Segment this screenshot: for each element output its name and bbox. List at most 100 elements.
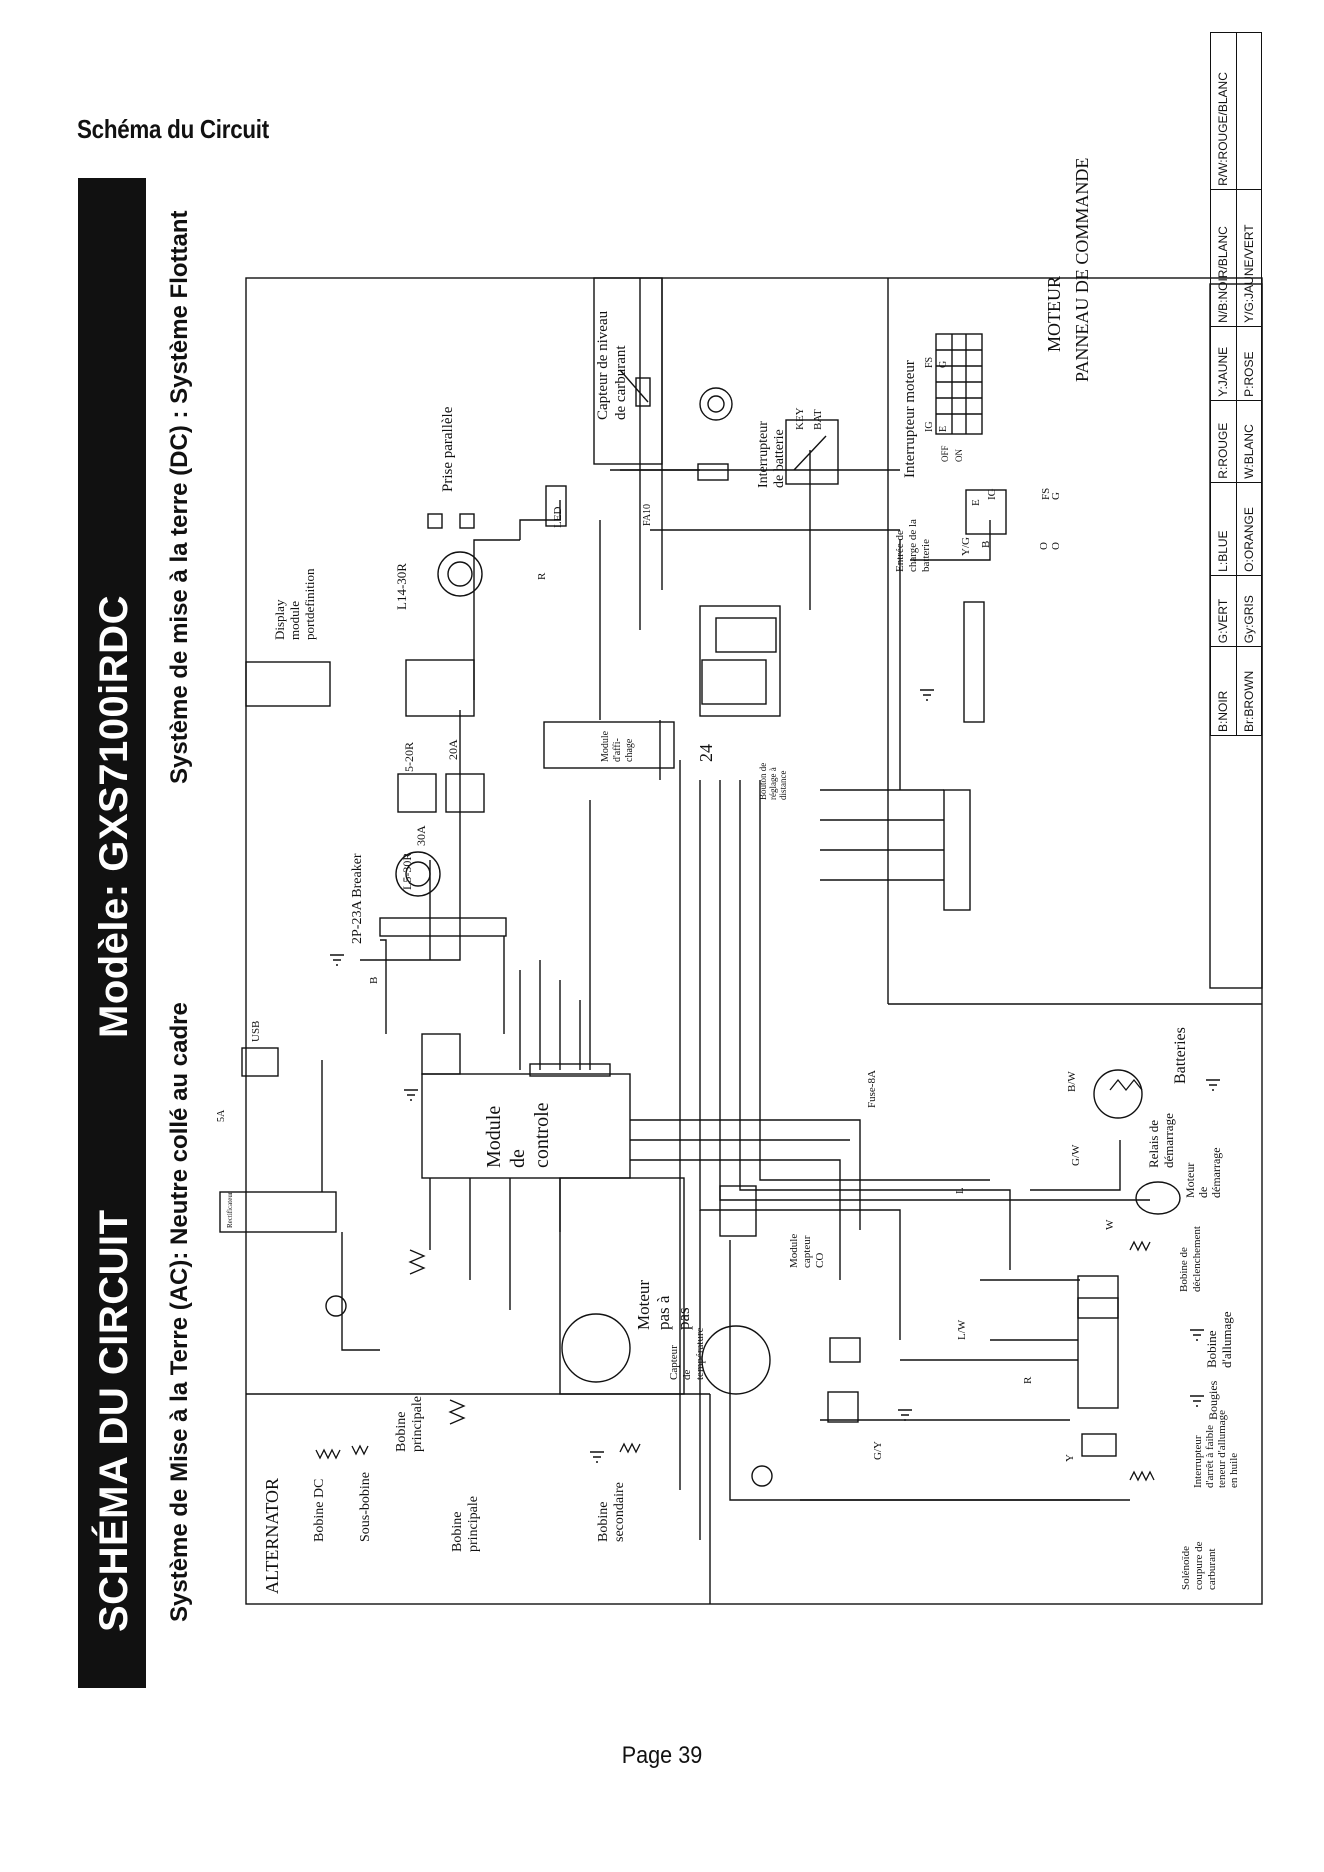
- sub-coil-zigzag: [351, 1444, 369, 1456]
- display-connector: [245, 661, 331, 707]
- switch-e-label: E: [938, 425, 949, 432]
- legend-cell: L:BLUE: [1210, 482, 1236, 576]
- switch-off-label: OFF: [940, 445, 950, 462]
- bat-label: BAT: [812, 409, 824, 430]
- trip-coil-zigzag: [1129, 1240, 1151, 1252]
- charge-input-plug: [963, 601, 985, 723]
- switch-fs-label: FS: [924, 356, 935, 368]
- fuse-30a-label: 30A: [414, 825, 428, 846]
- terminal-strip: [943, 789, 971, 911]
- fuel-level-sensor-label: Capteur de niveau de carburant: [595, 310, 629, 420]
- led-box: [545, 485, 567, 527]
- stepper-motor-drum: [561, 1313, 631, 1383]
- engine-switch-label: Interrupteur moteur: [902, 360, 918, 478]
- engine-switch-table: [935, 333, 983, 435]
- co-sensor-label: Module capteur CO: [788, 1233, 826, 1268]
- temp-sensor-label: Capteur de température: [668, 1327, 706, 1380]
- fuse-8a-label: Fuse-8A: [866, 1070, 878, 1108]
- breaker-block: [405, 659, 475, 717]
- usb-port: [241, 1047, 279, 1077]
- stepper-motor-label: Moteur pas à pas: [634, 1279, 693, 1330]
- legend-cell: Y/G:JAUNE/VERT: [1236, 189, 1262, 327]
- term-g-label: G: [1050, 492, 1062, 500]
- display-module-fr-label: Module d'affi-chage: [600, 730, 635, 762]
- legend-cell: P:ROSE: [1236, 326, 1262, 401]
- start-relay-coil: [1109, 1078, 1143, 1092]
- oil-switch-label: Interrupteur d'arrêt à faible teneur d'a…: [1192, 1409, 1240, 1488]
- wire-r-label-2: R: [536, 572, 548, 580]
- fuse-5a-label: 5A: [216, 1109, 227, 1122]
- wire-o-label: O: [1038, 542, 1050, 550]
- switch-on-label: ON: [954, 449, 964, 462]
- engine-section-label: MOTEUR: [1044, 276, 1064, 352]
- display-module-block: [543, 721, 675, 769]
- wire-o-label-2: O: [1050, 542, 1062, 550]
- section-title: Schéma du Circuit: [77, 114, 269, 144]
- control-module-label: Module de controle: [483, 1102, 553, 1168]
- wire-b-label: B: [980, 540, 992, 548]
- battery-switch-ring: [699, 387, 733, 421]
- secondary-coil-zigzag: [619, 1442, 641, 1454]
- wire-gy-label: G/Y: [872, 1441, 884, 1460]
- outlet-5-20r-label: 5-20R: [402, 742, 416, 772]
- alternator-section-label: ALTERNATOR: [262, 1477, 282, 1594]
- legend-cell: O:ORANGE: [1236, 482, 1262, 576]
- legend-cell: Br:BROWN: [1236, 646, 1262, 736]
- parallel-outlet-label: Prise parallèle: [440, 406, 456, 492]
- main-coil-2-zigzag: [448, 1399, 466, 1425]
- starter-motor: [1135, 1181, 1181, 1215]
- legend-cell: N/B:NOIR/BLANC: [1210, 189, 1236, 327]
- main-coil-1-zigzag: [408, 1249, 426, 1275]
- breaker-2p-23a: [379, 917, 507, 937]
- outlet-l5-30r-label: L5-30R: [400, 852, 414, 890]
- breaker-label: 2P-23A Breaker: [350, 853, 365, 944]
- remote-button-label: Bouton de réglage à distance: [758, 762, 788, 800]
- wire-yg-label: Y/G: [960, 537, 972, 556]
- dc-coil-zigzag: [315, 1448, 341, 1460]
- legend-cell: [1236, 32, 1262, 190]
- sub-coil-label: Sous-bobine: [358, 1472, 373, 1542]
- starter-motor-label: Moteur de démarrage: [1183, 1147, 1223, 1198]
- rectifier-label: Rectificateur: [226, 1191, 234, 1228]
- term-e-label: E: [970, 499, 982, 506]
- fuel-solenoid-coil: [1129, 1470, 1155, 1482]
- ignition-module: [1077, 1275, 1119, 1409]
- legend-cell: Y:JAUNE: [1210, 326, 1236, 401]
- start-relay-label: Relais de démarrage: [1146, 1113, 1176, 1168]
- rectifier-block: [219, 1191, 337, 1233]
- l14-30r-receptacle: [437, 551, 483, 597]
- wire-color-legend: B:NOIR G:VERT L:BLUE R:ROUGE Y:JAUNE N/B…: [1210, 32, 1280, 736]
- battery-switch-label: Interrupteur de batterie: [756, 421, 787, 488]
- main-coil-1-label: Bobine principale: [394, 1396, 425, 1452]
- temp-sensor-drum: [701, 1325, 771, 1395]
- legend-cell: R:ROUGE: [1210, 400, 1236, 483]
- number-24-label: 24: [696, 744, 716, 762]
- display-module-label: Display module portdefinition: [272, 568, 317, 641]
- term-ig-label: IG: [986, 488, 998, 500]
- ignition-coil-label: Bobine d'allumage: [1204, 1311, 1234, 1369]
- fa10-label: FA10: [642, 503, 653, 526]
- control-module-block: [421, 1073, 631, 1179]
- wire-bw-label: B/W: [1066, 1071, 1078, 1092]
- fuel-sensor-box: [593, 277, 663, 465]
- legend-cell: G:VERT: [1210, 575, 1236, 647]
- wire-y-label: Y: [1064, 1454, 1076, 1462]
- usb-label: USB: [250, 1020, 262, 1042]
- title-banner: [78, 178, 146, 1688]
- fuse-20a-label: 20A: [446, 739, 460, 760]
- legend-frame: [1209, 283, 1263, 989]
- legend-cell: W:BLANC: [1236, 400, 1262, 483]
- panel-section-label: PANNEAU DE COMMANDE: [1072, 157, 1092, 382]
- switch-ig-label: IG: [924, 421, 935, 432]
- wire-lw-label: L/W: [956, 1319, 968, 1340]
- main-coil-2-label: Bobine principale: [450, 1496, 481, 1552]
- led-label: LED: [552, 506, 564, 528]
- batteries-label: Batteries: [1172, 1027, 1189, 1084]
- key-label: KEY: [794, 407, 806, 430]
- wire-gw-label: G/W: [1070, 1144, 1082, 1166]
- legend-cell: R/W:ROUGE/BLANC: [1210, 32, 1236, 190]
- switch-g-label: G: [938, 360, 949, 368]
- wire-r-label: R: [1022, 1376, 1034, 1384]
- wire-l-label: L: [954, 1187, 966, 1194]
